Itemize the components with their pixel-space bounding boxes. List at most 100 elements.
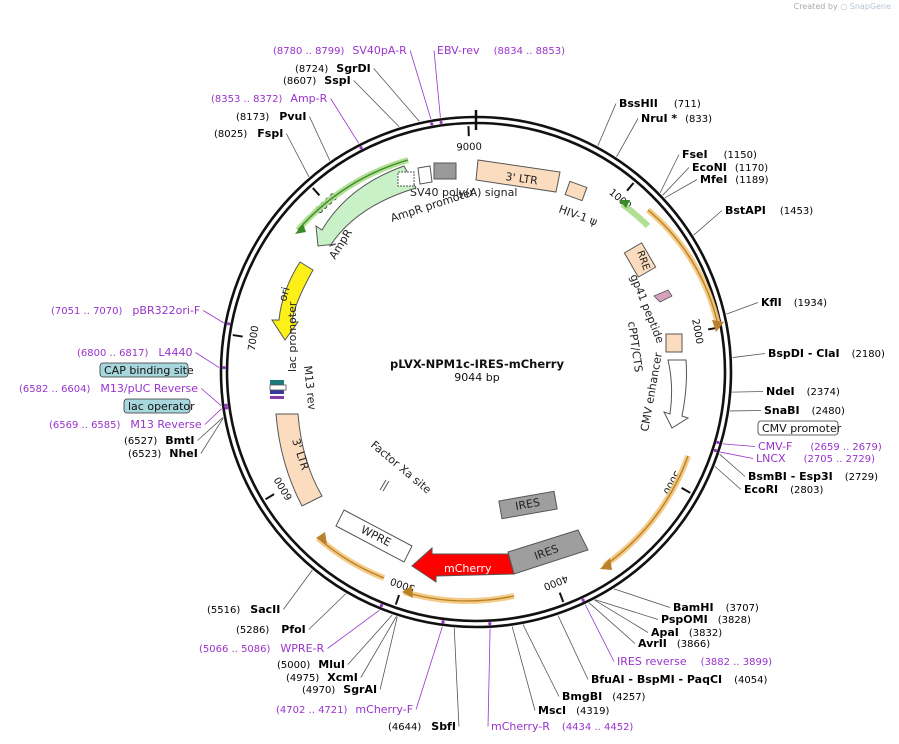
plasmid-size: 9044 bp (454, 371, 499, 384)
primer-binding-mark (227, 322, 231, 326)
site-leader-line (360, 616, 397, 678)
primer-label-m13-puc-reverse: (6582 .. 6604)M13/pUC Reverse (19, 382, 198, 395)
m13-rev-label: M13 rev (301, 365, 319, 411)
site-label-pspomi: PspOMI(3828) (661, 613, 751, 626)
site-label-sbfi: (4644)SbfI (388, 720, 456, 733)
rre-box (623, 242, 657, 278)
site-label-sspi: (8607)SspI (283, 74, 351, 87)
cmv-promoter-label: CMV promoter (762, 422, 842, 435)
site-label-bsshii: BssHII(711) (619, 97, 701, 110)
primer-binding-mark (716, 440, 720, 445)
primer-binding-mark (488, 622, 492, 626)
gp41-arrow (653, 289, 673, 303)
tick-label: 2000 (689, 318, 704, 345)
wpre-feature (335, 509, 413, 563)
primer-leader-line (433, 50, 441, 118)
site-label-apai: ApaI(3832) (651, 626, 722, 639)
site-leader-line (283, 569, 313, 610)
hiv-psi-box (564, 180, 588, 202)
site-label-xcmi: (4975)XcmI (286, 671, 358, 684)
primer-leader-line (415, 626, 443, 710)
site-label-econi: EcoNI(1170) (692, 161, 768, 174)
cmv-enhancer-feature (663, 359, 690, 429)
site-leader-line (726, 302, 759, 315)
primer-leader-line (202, 310, 224, 324)
site-label-bstapi: BstAPI(1453) (725, 204, 813, 217)
site-leader-line (309, 116, 331, 161)
tick-label: 4000 (542, 572, 570, 591)
tick-label: 9000 (456, 142, 482, 154)
site-label-bmgbi: BmgBI(4257) (562, 690, 646, 703)
factor-xa-label: Factor Xa site (368, 438, 434, 496)
ltr3-top-label: 3' LTR (505, 170, 539, 187)
sv40-box (433, 162, 457, 180)
boxed-feature-labels: CAP binding site lac operator CMV promot… (99, 362, 842, 436)
orf-arc-top-right (647, 209, 719, 326)
primer-leader-line (722, 443, 756, 447)
site-leader-line (594, 599, 649, 633)
primer-binding-mark (713, 448, 718, 453)
primer-binding-mark (224, 403, 228, 407)
site-leader-line (659, 154, 680, 193)
credit-brand: SnapGene (849, 2, 891, 11)
site-leader-line (732, 353, 766, 358)
site-leader-line (373, 68, 420, 122)
primer-label-lncx: LNCX(2705 .. 2729) (756, 452, 875, 465)
ires-small-box (498, 490, 558, 520)
site-label-sgrai: (4970)SgrAI (302, 683, 377, 696)
primer-binding-mark (430, 122, 434, 126)
tick-mark (312, 187, 321, 197)
lac-promoter-label: lac promoter (286, 301, 299, 372)
lac-operator-box (123, 398, 191, 414)
plasmid-name: pLVX-NPM1c-IRES-mCherry (390, 357, 564, 371)
orf-arrow-left (316, 532, 327, 544)
tick-mark (626, 182, 635, 192)
primer-label-l4440: (6800 .. 6817)L4440 (77, 346, 193, 359)
orf-arrow-green-top-left (295, 224, 306, 234)
site-leader-line (597, 103, 617, 146)
site-label-sgrdi: (8724)SgrDI (295, 62, 371, 75)
site-leader-line (588, 602, 636, 644)
tick-label: 5000 (389, 575, 417, 594)
site-leader-line (379, 616, 398, 690)
site-leader-line (664, 179, 698, 199)
site-leader-line (453, 628, 460, 727)
mcherry-label: mCherry (444, 562, 492, 575)
primer-leader-line (487, 628, 491, 727)
primer-binding-mark (581, 598, 585, 602)
primer-binding-mark (439, 120, 443, 125)
site-label-fspi: (8025)FspI (214, 127, 283, 140)
primer-leader-line (327, 609, 380, 649)
site-leader-line (197, 417, 224, 441)
primer-label-mcherry-r: mCherry-R(4434 .. 4452) (491, 720, 633, 733)
tick-mark (681, 487, 691, 494)
site-leader-line (732, 391, 764, 393)
site-leader-line (616, 118, 639, 158)
site-leader-line (522, 624, 560, 697)
primer-labels: (8780 .. 8799)SV40pA-R EBV-rev(8834 .. 8… (19, 44, 882, 733)
primer-label-mcherry-f: (4702 .. 4721)mCherry-F (276, 703, 413, 716)
site-leader-line (595, 599, 659, 620)
primer-binding-mark (222, 366, 226, 370)
tick-label: 7000 (247, 325, 262, 352)
primer-leader-line (720, 451, 754, 459)
hiv-psi-label: HIV-1 ψ (557, 203, 599, 229)
ori-label: ori (276, 286, 292, 303)
tick-mark (558, 592, 565, 603)
cap-binding-site-label: CAP binding site (104, 364, 194, 377)
site-label-nrui: NruI *(833) (641, 112, 712, 125)
tick-mark (232, 334, 243, 338)
site-leader-line (693, 210, 723, 236)
lac-promoter-box (269, 384, 287, 391)
cmv-promoter-box (757, 420, 839, 436)
ltr3-left-feature (275, 413, 323, 507)
primer-label-wpre-r: (5066 .. 5086)WPRE-R (199, 642, 324, 655)
credit-prefix: Created by (793, 2, 838, 11)
orf-arc-green-top-left (297, 159, 409, 231)
site-leader-line (347, 614, 393, 665)
site-label-snabi: SnaBI(2480) (764, 404, 845, 417)
orf-halo-green-right (620, 201, 651, 229)
site-label-pvui: (8173)PvuI (236, 110, 306, 123)
site-leader-line (200, 417, 224, 454)
primer-binding-mark (379, 603, 383, 608)
